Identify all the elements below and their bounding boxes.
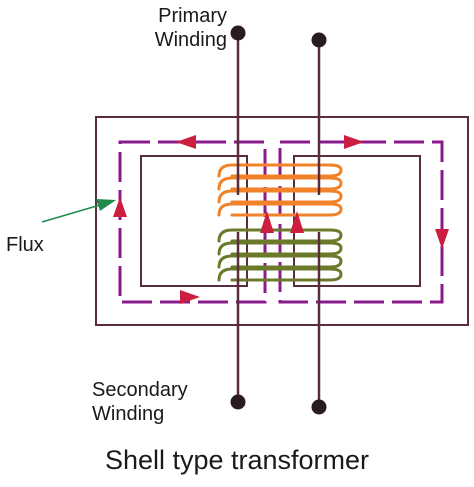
- secondary-coil-turn: [217, 241, 343, 256]
- secondary-label-line1: Secondary: [92, 379, 188, 401]
- flux-label: Flux: [6, 234, 44, 256]
- secondary-coil: [217, 228, 343, 282]
- primary-coil-turn: [217, 189, 343, 204]
- primary-coil-turn: [217, 163, 343, 178]
- terminal-dot-icon: [311, 32, 327, 48]
- winding-leads: [236, 33, 321, 407]
- arrow-head-icon: [290, 211, 304, 233]
- primary-label-line2: Winding: [154, 29, 227, 51]
- terminal-dot-icon: [230, 25, 246, 41]
- arrow-head-icon: [435, 229, 449, 249]
- arrow-head-icon: [344, 135, 364, 149]
- core-outer-boundary: [95, 116, 469, 326]
- transformer-core: [95, 116, 469, 326]
- primary-label-line1: Primary: [158, 5, 227, 27]
- secondary-coil-turn: [217, 228, 343, 243]
- primary-winding-label: Primary Winding: [100, 4, 227, 52]
- terminal-dot-icon: [311, 399, 327, 415]
- core-left-window: [140, 155, 248, 287]
- terminal-dot-icon: [230, 394, 246, 410]
- secondary-coil-turn: [217, 254, 343, 269]
- pointer-shaft: [41, 204, 101, 223]
- flux-direction-arrows: [113, 135, 449, 304]
- pointer-arrow-icon: [96, 199, 116, 211]
- terminals: [230, 25, 327, 415]
- arrow-head-icon: [176, 135, 196, 149]
- primary-coil: [217, 163, 343, 217]
- secondary-winding-label: Secondary Winding: [92, 378, 188, 426]
- arrow-head-icon: [180, 290, 200, 304]
- arrow-head-icon: [260, 211, 274, 233]
- primary-coil-turn: [217, 176, 343, 191]
- diagram-caption: Shell type transformer: [104, 445, 370, 475]
- secondary-label-line2: Winding: [92, 403, 165, 425]
- primary-coil-turn: [217, 202, 343, 217]
- arrow-head-icon: [113, 197, 127, 217]
- flux-pointer: [41, 199, 116, 223]
- secondary-coil-turn: [217, 267, 343, 282]
